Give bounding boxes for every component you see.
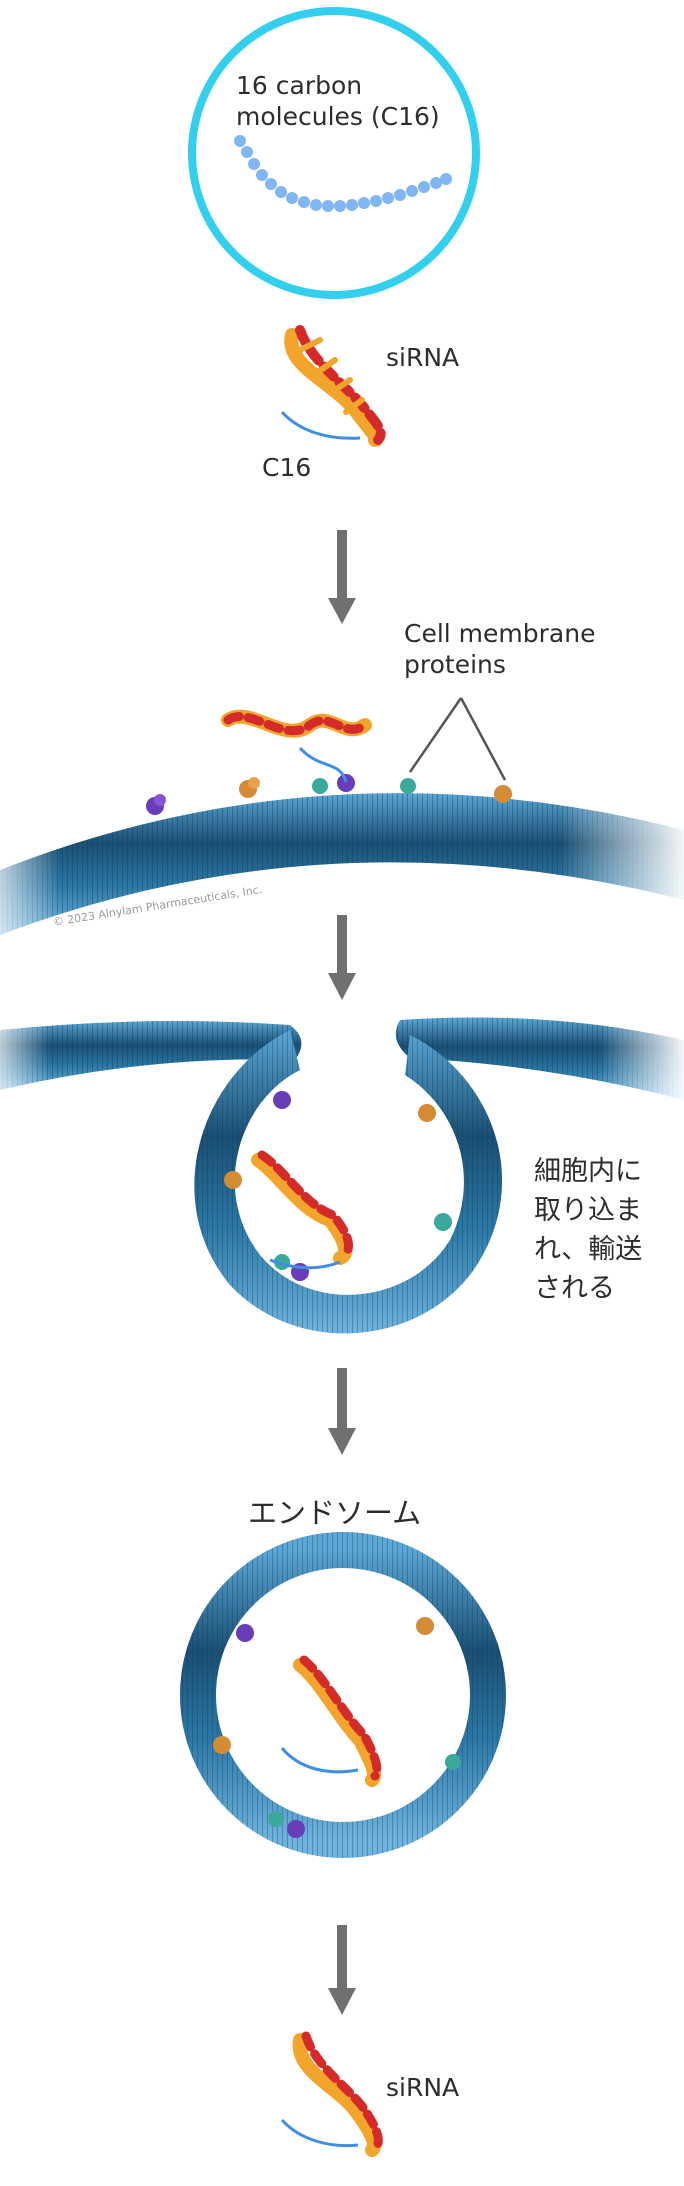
- sirna-on-membrane: [228, 717, 365, 782]
- internalized-label-line3: れ、輸送: [534, 1230, 642, 1269]
- sirna-in-endosome: [282, 1660, 377, 1780]
- internalized-label-line1: 細胞内に: [534, 1152, 642, 1191]
- protein-pointer-lines: [410, 698, 505, 780]
- cell-membrane-proteins-label-line2: proteins: [404, 649, 595, 680]
- c16-label: C16: [262, 452, 311, 483]
- sirna-molecule-bottom: [282, 2036, 378, 2150]
- c16-molecules-label-line2: molecules (C16): [236, 101, 440, 132]
- c16-molecules-label-line1: 16 carbon: [236, 70, 440, 101]
- arrow-1: [328, 530, 356, 624]
- endosome-vesicle: [198, 1550, 488, 1840]
- c16-molecules-label: 16 carbon molecules (C16): [236, 70, 440, 133]
- sirna-molecule-top: [282, 330, 381, 440]
- sirna-in-vesicle: [258, 1155, 349, 1268]
- arrow-3: [328, 1368, 356, 1455]
- internalized-transported-label: 細胞内に 取り込ま れ、輸送 される: [534, 1152, 642, 1309]
- sirna-label-bottom: siRNA: [386, 2072, 459, 2103]
- sirna-label-top: siRNA: [386, 342, 459, 373]
- cell-membrane-proteins-label-line1: Cell membrane: [404, 618, 595, 649]
- c16-highlight-circle: [192, 11, 476, 295]
- internalized-label-line4: される: [534, 1269, 642, 1308]
- c16-chain: [234, 135, 452, 212]
- internalized-label-line2: 取り込ま: [534, 1191, 642, 1230]
- arrow-4: [328, 1925, 356, 2015]
- arrow-2: [328, 915, 356, 1000]
- cell-membrane-proteins-label: Cell membrane proteins: [404, 618, 595, 681]
- endosome-label: エンドソーム: [248, 1495, 421, 1531]
